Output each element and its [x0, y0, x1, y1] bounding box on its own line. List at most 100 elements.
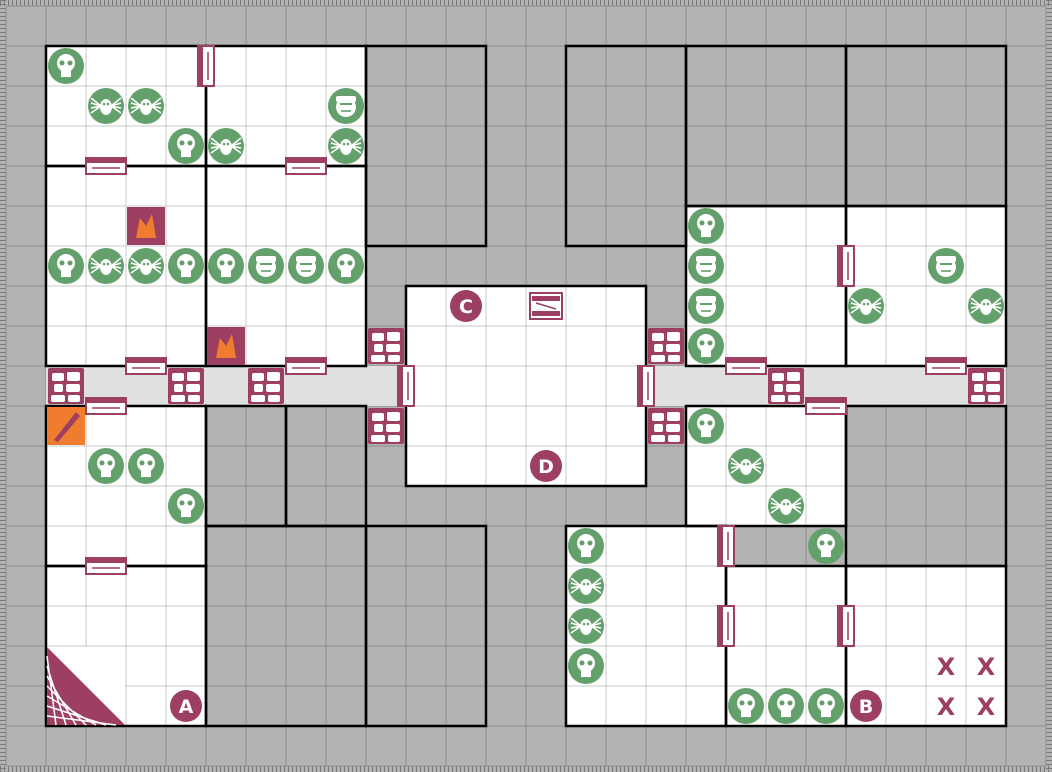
door-lintel	[806, 398, 846, 403]
spider-body	[780, 499, 792, 515]
orc-helmet	[256, 256, 276, 262]
orc-helmet	[936, 256, 956, 262]
monsters-layer	[48, 48, 1004, 724]
door-vertical[interactable]	[837, 605, 855, 647]
chest-band	[532, 296, 560, 301]
rubble-tile	[168, 368, 204, 404]
spider-leg	[110, 105, 122, 114]
skull-eye	[779, 700, 785, 706]
spider-leg	[130, 102, 142, 107]
door-vertical[interactable]	[397, 365, 415, 407]
rubble-stone	[787, 372, 800, 381]
skull-icon	[168, 488, 204, 524]
rubble-stone	[171, 395, 185, 402]
skull-head	[817, 534, 835, 552]
x-mark: X	[977, 653, 996, 681]
skull-head	[697, 214, 715, 232]
spider-leg	[90, 262, 102, 267]
door-lintel	[286, 158, 326, 163]
rubble-stone	[988, 395, 1000, 402]
spider-leg	[90, 102, 102, 107]
skull-head	[177, 494, 195, 512]
spider-body	[220, 139, 232, 155]
rubble-stone	[666, 344, 680, 352]
door-horizontal[interactable]	[725, 357, 767, 375]
rubble-stone	[252, 373, 264, 381]
skull-icon	[328, 248, 364, 284]
rubble-stone	[974, 384, 983, 392]
skull-eye	[739, 700, 745, 706]
marker-badge	[170, 690, 202, 722]
rubble-stone	[972, 373, 984, 381]
door-lintel	[198, 46, 203, 86]
skull-icon	[208, 248, 244, 284]
spider-leg	[350, 145, 362, 154]
door-horizontal[interactable]	[85, 157, 127, 175]
spider-leg	[750, 465, 762, 474]
door-horizontal[interactable]	[85, 397, 127, 415]
spider-leg	[150, 102, 162, 107]
rubble-stone	[386, 424, 400, 432]
skull-eye	[227, 260, 233, 266]
furniture-layer	[46, 207, 1004, 726]
door-horizontal[interactable]	[285, 157, 327, 175]
marker-label: D	[538, 456, 554, 478]
door-vertical[interactable]	[717, 525, 735, 567]
spider-leg	[570, 622, 582, 627]
skull-head	[697, 334, 715, 352]
door-horizontal[interactable]	[805, 397, 847, 415]
door-horizontal[interactable]	[125, 357, 167, 375]
spider-leg	[770, 502, 782, 507]
skull-eye	[59, 260, 65, 266]
skull-head	[577, 534, 595, 552]
spider-icon	[128, 88, 164, 124]
skull-head	[177, 134, 195, 152]
skull-jaw	[341, 270, 351, 277]
stairs-step	[46, 685, 87, 726]
wall-outline	[844, 44, 1008, 208]
spider-leg	[110, 265, 122, 274]
skull-head	[57, 54, 75, 72]
spider-leg	[150, 105, 162, 114]
skull-eye	[579, 540, 585, 546]
door-lintel	[86, 398, 126, 403]
skull-jaw	[581, 550, 591, 557]
skull-head	[777, 694, 795, 712]
rubble-stone	[51, 395, 65, 402]
skull-eye	[707, 340, 713, 346]
marker-a: A	[170, 690, 202, 722]
skull-icon	[808, 688, 844, 724]
door-horizontal[interactable]	[925, 357, 967, 375]
skull-eye	[339, 260, 345, 266]
door-vertical[interactable]	[837, 245, 855, 287]
skull-icon	[808, 528, 844, 564]
trap-tile	[127, 207, 165, 245]
skull-eye	[147, 460, 153, 466]
marker-d: D	[530, 450, 562, 482]
spider-leg	[970, 305, 982, 314]
rubble-stone	[68, 395, 80, 402]
door-horizontal[interactable]	[285, 357, 327, 375]
rubble-stone	[372, 413, 384, 421]
rubble-stone	[52, 373, 64, 381]
spider-leg	[570, 625, 582, 634]
spider-icon	[88, 88, 124, 124]
skull-jaw	[701, 230, 711, 237]
marker-label: C	[459, 296, 473, 318]
skull-jaw	[781, 710, 791, 717]
spider-eye	[346, 142, 350, 146]
door-horizontal[interactable]	[85, 557, 127, 575]
door-vertical[interactable]	[637, 365, 655, 407]
skull-head	[697, 414, 715, 432]
spider-leg	[570, 585, 582, 594]
rubble-tile	[48, 368, 84, 404]
rubble-stone	[654, 344, 663, 352]
spider-eye	[102, 102, 106, 106]
skull-jaw	[701, 430, 711, 437]
spider-body	[140, 99, 152, 115]
spider-leg	[110, 102, 122, 107]
rubble-stone	[774, 384, 783, 392]
door-vertical[interactable]	[717, 605, 735, 647]
skull-icon	[88, 448, 124, 484]
door-vertical[interactable]	[197, 45, 215, 87]
